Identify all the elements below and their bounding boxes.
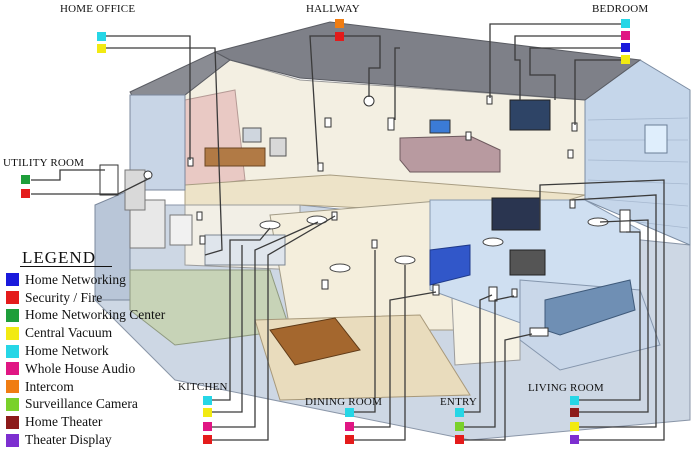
gable-left (129, 94, 186, 191)
water-heater (124, 169, 146, 211)
legend-swatch (6, 397, 19, 411)
hallway-swatches (335, 19, 344, 41)
room-label-dining-room: DINING ROOM (305, 396, 383, 408)
room-label-bedroom: BEDROOM (592, 3, 649, 15)
legend-label: Theater Display (25, 432, 112, 448)
ceiling-light-entry (394, 255, 416, 265)
room-label-home-office: HOME OFFICE (60, 3, 136, 15)
legend-label: Whole House Audio (25, 360, 136, 376)
legend-swatch (6, 433, 19, 447)
legend-list: Home Networking Security / Fire Home Net… (6, 271, 165, 449)
legend-item: Home Networking (6, 271, 165, 289)
room-label-living-room: LIVING ROOM (528, 382, 604, 394)
utility-room-swatches (21, 175, 30, 198)
legend-label: Surveillance Camera (25, 396, 138, 412)
washer (169, 214, 193, 246)
window-right (644, 124, 668, 154)
wiring-lines (31, 23, 665, 441)
bedroom-swatches (621, 19, 630, 64)
legend-swatch (6, 308, 19, 322)
blue-partition (429, 244, 471, 286)
legend-item: Whole House Audio (6, 360, 165, 378)
legend-item: Home Network (6, 342, 165, 360)
office-computer (269, 137, 287, 157)
legend-item: Surveillance Camera (6, 396, 165, 414)
kitchen-swatches (203, 396, 212, 444)
home-office-wall (184, 89, 246, 189)
legend-item: Home Theater (6, 413, 165, 431)
legend-swatch (6, 326, 19, 340)
home-office-swatches (97, 32, 106, 53)
room-label-entry: ENTRY (440, 396, 478, 408)
tv-stand (509, 249, 546, 276)
legend-label: Home Network (25, 343, 109, 359)
room-label-utility-room: UTILITY ROOM (3, 157, 85, 169)
legend-label: Intercom (25, 378, 74, 394)
intercom-hallway (363, 95, 375, 107)
legend-underline (20, 266, 112, 267)
legend-swatch (6, 291, 19, 305)
room-label-hallway: HALLWAY (306, 3, 360, 15)
legend-item: Security / Fire (6, 289, 165, 307)
legend-title: LEGEND (22, 248, 96, 267)
ceiling-light-dining (329, 263, 351, 273)
legend-item: Home Networking Center (6, 307, 165, 325)
room-label-kitchen: KITCHEN (178, 381, 228, 393)
wall-outlets (99, 95, 631, 337)
legend-label: Central Vacuum (25, 325, 113, 341)
legend-swatch (6, 344, 19, 358)
dining-table (269, 317, 361, 366)
legend-swatch (6, 362, 19, 376)
living-room-swatches (570, 396, 579, 444)
utility-panel-dial (143, 170, 153, 180)
legend-swatch (6, 273, 19, 287)
living-room-tv (491, 197, 541, 231)
ceiling-light-living (482, 237, 504, 247)
ceiling-light-kitchen (259, 220, 281, 230)
siding-lines (587, 117, 689, 229)
legend-label: Home Networking Center (25, 307, 166, 323)
office-desk (204, 147, 266, 167)
bedroom-laptop (429, 119, 451, 134)
legend-label: Security / Fire (25, 289, 103, 305)
legend-swatch (6, 415, 19, 429)
kitchen-floor (129, 269, 291, 346)
legend-item: Central Vacuum (6, 324, 165, 342)
entry-swatches (455, 408, 464, 444)
legend-item: Intercom (6, 378, 165, 396)
legend-label: Home Theater (25, 414, 103, 430)
dining-room-swatches (345, 408, 354, 444)
legend-label: Home Networking (25, 271, 126, 287)
bedroom-tv (509, 99, 551, 131)
office-monitor (242, 127, 262, 143)
sofa (544, 279, 636, 336)
legend-item: Theater Display (6, 431, 165, 449)
legend-swatch (6, 380, 19, 394)
